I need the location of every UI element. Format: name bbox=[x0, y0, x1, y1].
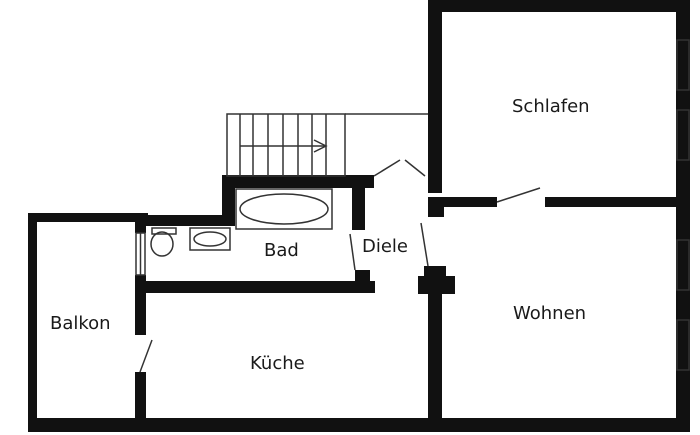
room-label-diele: Diele bbox=[362, 236, 409, 257]
walls bbox=[28, 0, 690, 432]
fixtures bbox=[135, 39, 690, 373]
staircase bbox=[226, 113, 346, 177]
room-label-schlafen: Schlafen bbox=[512, 96, 590, 117]
room-label-bad: Bad bbox=[264, 240, 299, 261]
room-label-kueche: Küche bbox=[250, 353, 305, 374]
room-label-wohnen: Wohnen bbox=[513, 303, 587, 324]
room-label-balkon: Balkon bbox=[50, 313, 111, 334]
